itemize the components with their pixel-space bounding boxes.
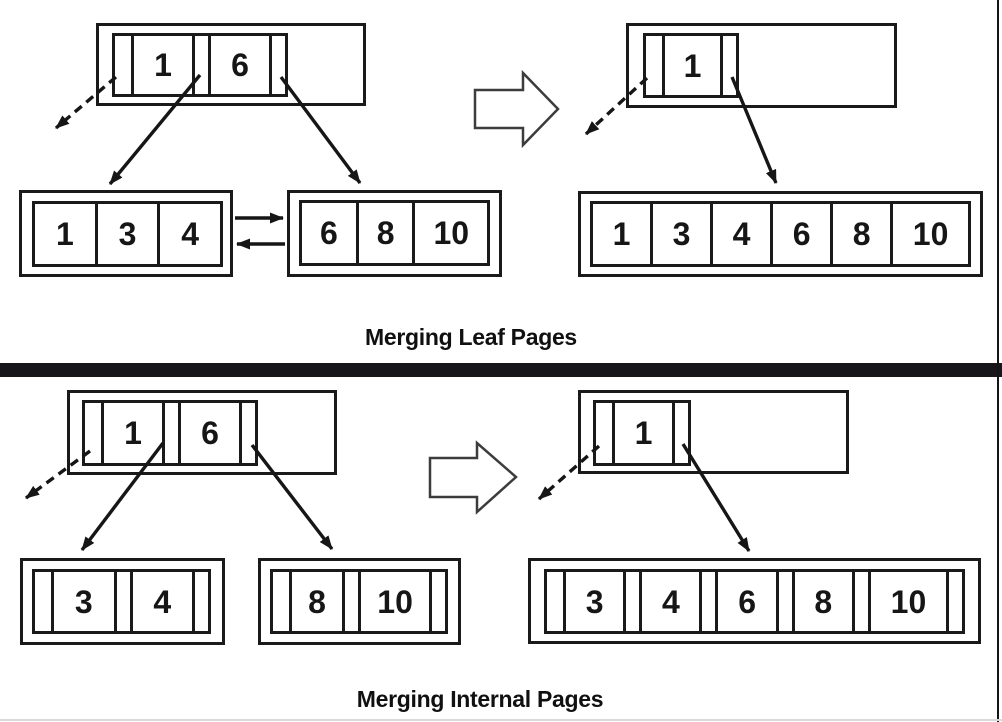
pointer-cell	[192, 36, 208, 94]
key-cell: 4	[157, 204, 220, 264]
key-value: 10	[912, 216, 949, 252]
key-cell: 4	[639, 572, 699, 631]
key-value: 1	[154, 47, 172, 83]
pointer-cell	[269, 36, 285, 94]
pointer-cell	[851, 572, 868, 631]
page-right-edge-line	[997, 0, 999, 722]
key-value: 8	[852, 216, 871, 252]
pointer-cell	[596, 403, 612, 463]
key-value: 4	[732, 216, 751, 252]
page-bottom-edge-line	[0, 719, 1002, 721]
internal-before-parent-node: 1 6	[82, 400, 258, 466]
key-cell: 4	[129, 572, 193, 631]
transform-block-arrow-top	[473, 69, 560, 149]
internal-before-left-node: 3 4	[32, 569, 211, 634]
leaf-after-parent-node: 1	[643, 33, 739, 98]
key-cell: 1	[612, 403, 672, 463]
internal-after-parent-node: 1	[593, 400, 691, 466]
key-value: 1	[634, 415, 653, 451]
pointer-cell	[720, 36, 736, 95]
pointer-cell	[775, 572, 792, 631]
pointer-cell	[699, 572, 715, 631]
pointer-cell	[672, 403, 688, 463]
key-value: 1	[612, 216, 631, 252]
key-value: 6	[319, 215, 338, 251]
key-cell: 8	[289, 572, 342, 631]
pointer-cell	[162, 403, 178, 463]
section-divider-bar	[0, 363, 1002, 377]
key-value: 8	[814, 583, 833, 620]
key-value: 8	[376, 215, 395, 251]
key-value: 1	[55, 216, 74, 252]
key-cell: 10	[890, 204, 968, 264]
key-value: 4	[181, 216, 200, 252]
key-value: 3	[74, 583, 93, 620]
key-cell: 6	[178, 403, 239, 463]
key-cell: 1	[35, 204, 95, 264]
internal-before-right-node: 8 10	[270, 569, 448, 634]
key-cell: 8	[791, 572, 852, 631]
key-value: 10	[377, 583, 413, 620]
pointer-cell	[646, 36, 662, 95]
key-value: 6	[792, 216, 811, 252]
pointer-cell	[342, 572, 358, 631]
key-cell: 4	[710, 204, 770, 264]
pointer-cell	[623, 572, 639, 631]
key-value: 10	[890, 583, 927, 620]
key-value: 3	[585, 583, 604, 620]
key-value: 6	[201, 415, 219, 451]
pointer-cell	[115, 36, 131, 94]
pointer-cell	[945, 572, 962, 631]
key-value: 1	[124, 415, 142, 451]
key-cell: 10	[867, 572, 946, 631]
key-cell: 6	[302, 203, 356, 263]
pointer-cell	[35, 572, 51, 631]
key-cell: 3	[94, 204, 158, 264]
key-value: 6	[738, 583, 756, 620]
caption-merging-internal-pages: Merging Internal Pages	[356, 686, 604, 712]
key-value: 3	[672, 216, 691, 252]
leaf-before-left-node: 1 3 4	[32, 201, 223, 267]
caption-merging-leaf-pages: Merging Leaf Pages	[365, 324, 577, 350]
key-value: 3	[118, 216, 137, 252]
key-cell: 6	[208, 36, 269, 94]
leaf-after-merged-node: 1 3 4 6 8 10	[590, 201, 971, 267]
key-cell: 3	[650, 204, 710, 264]
key-cell: 1	[662, 36, 720, 95]
key-value: 8	[308, 583, 326, 620]
key-cell: 8	[355, 203, 413, 263]
pointer-cell	[113, 572, 130, 631]
key-value: 4	[661, 583, 680, 620]
pointer-cell	[192, 572, 208, 631]
key-cell: 6	[770, 204, 830, 264]
pointer-cell	[429, 572, 445, 631]
key-cell: 3	[563, 572, 623, 631]
key-cell: 10	[412, 203, 487, 263]
pointer-cell	[547, 572, 563, 631]
leaf-before-right-node: 6 8 10	[299, 200, 490, 266]
key-cell: 10	[358, 572, 429, 631]
pointer-cell	[273, 572, 289, 631]
transform-block-arrow-bottom	[428, 440, 518, 515]
key-cell: 1	[101, 403, 162, 463]
internal-after-merged-node: 3 4 6 8 10	[544, 569, 965, 634]
pointer-cell	[85, 403, 101, 463]
key-cell: 1	[131, 36, 192, 94]
key-value: 4	[153, 583, 172, 620]
key-cell: 1	[593, 204, 650, 264]
key-cell: 6	[715, 572, 775, 631]
key-value: 6	[231, 47, 249, 83]
key-cell: 8	[830, 204, 890, 264]
key-value: 10	[433, 215, 470, 251]
leaf-before-parent-node: 1 6	[112, 33, 288, 97]
key-cell: 3	[51, 572, 114, 631]
key-value: 1	[683, 47, 702, 84]
pointer-cell	[239, 403, 255, 463]
